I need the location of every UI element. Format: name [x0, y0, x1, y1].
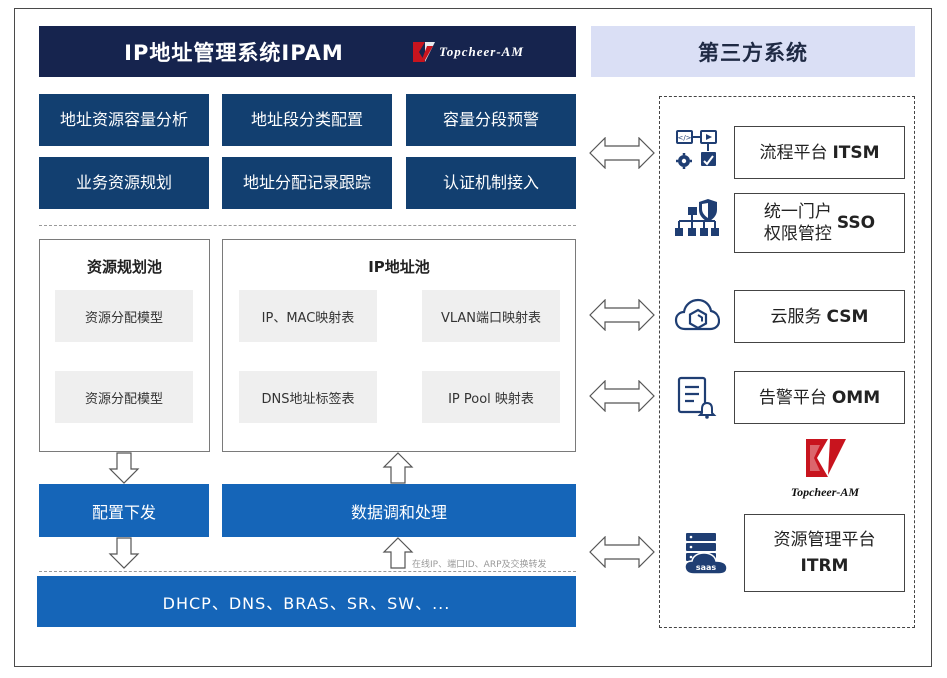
function-segment-config[interactable]: 地址段分类配置: [222, 94, 392, 146]
resource-model-1[interactable]: 资源分配模型: [55, 290, 193, 342]
sso-name: 统一门户 权限管控: [764, 201, 832, 245]
function-capacity-analysis[interactable]: 地址资源容量分析: [39, 94, 209, 146]
itrm-system-box[interactable]: 资源管理平台 ITRM: [744, 514, 905, 592]
resource-pool-title: 资源规划池: [86, 258, 162, 276]
resource-model-2[interactable]: 资源分配模型: [55, 371, 193, 423]
topcheer-logo-mark-icon: [806, 439, 846, 477]
bidirectional-arrow-icon: [589, 137, 655, 169]
cloud-icon: [674, 298, 720, 331]
bidirectional-arrow-icon: [589, 536, 655, 568]
collection-note: 在线IP、端口ID、ARP及交换转发: [412, 560, 547, 570]
section-divider: [39, 571, 576, 572]
alert-doc-icon: [677, 376, 717, 419]
itrm-abbr: ITRM: [800, 556, 849, 576]
function-resource-planning[interactable]: 业务资源规划: [39, 157, 209, 209]
sso-name-line2: 权限管控: [763, 224, 832, 244]
ip-pool-title: IP地址池: [368, 258, 430, 276]
vlan-port-mapping[interactable]: VLAN端口映射表: [422, 290, 560, 342]
sso-system-box[interactable]: 统一门户 权限管控 SSO: [734, 193, 905, 253]
section-divider: [39, 225, 576, 226]
org-shield-icon: [675, 199, 719, 236]
itsm-name: 流程平台: [759, 142, 828, 163]
topcheer-logo: Topcheer-AM: [411, 38, 524, 65]
protocol-bar: DHCP、DNS、BRAS、SR、SW、...: [37, 576, 576, 627]
bidirectional-arrow-icon: [589, 380, 655, 412]
topcheer-logo: Topcheer-AM: [780, 437, 870, 503]
csm-abbr: CSM: [826, 306, 869, 327]
sso-name-line1: 统一门户: [763, 202, 832, 222]
csm-name: 云服务: [770, 306, 822, 327]
function-capacity-alert[interactable]: 容量分段预警: [406, 94, 576, 146]
data-processing-button[interactable]: 数据调和处理: [222, 484, 576, 537]
function-allocation-tracking[interactable]: 地址分配记录跟踪: [222, 157, 392, 209]
topcheer-logo-mark-icon: [413, 41, 435, 62]
arrow-up-icon: [382, 452, 414, 484]
workflow-icon: </>: [676, 130, 717, 169]
ip-pool-mapping[interactable]: IP Pool 映射表: [422, 371, 560, 423]
dns-label-table[interactable]: DNS地址标签表: [239, 371, 377, 423]
config-deploy-button[interactable]: 配置下发: [39, 484, 209, 537]
bidirectional-arrow-icon: [589, 299, 655, 331]
function-auth-integration[interactable]: 认证机制接入: [406, 157, 576, 209]
svg-text:saas: saas: [696, 563, 717, 572]
third-party-header: 第三方系统: [591, 26, 915, 77]
arrow-up-icon: [382, 537, 414, 569]
arrow-down-icon: [108, 537, 140, 569]
saas-server-icon: saas: [684, 533, 728, 575]
third-party-panel: [659, 96, 915, 628]
ipam-title-bar: IP地址管理系统IPAM Topcheer-AM: [39, 26, 576, 77]
ip-mac-mapping[interactable]: IP、MAC映射表: [239, 290, 377, 342]
itrm-label: 资源管理平台 ITRM: [774, 527, 876, 579]
itsm-abbr: ITSM: [832, 142, 880, 163]
svg-text:</>: </>: [677, 134, 691, 142]
sso-abbr: SSO: [836, 213, 876, 233]
omm-name: 告警平台: [758, 387, 827, 408]
logo-text: Topcheer-AM: [439, 43, 524, 59]
outer-frame: [14, 8, 932, 667]
page-title: IP地址管理系统IPAM: [124, 40, 344, 65]
logo-text: Topcheer-AM: [790, 485, 860, 499]
itrm-name: 资源管理平台: [773, 530, 876, 550]
omm-abbr: OMM: [831, 387, 881, 408]
arrow-down-icon: [108, 452, 140, 484]
